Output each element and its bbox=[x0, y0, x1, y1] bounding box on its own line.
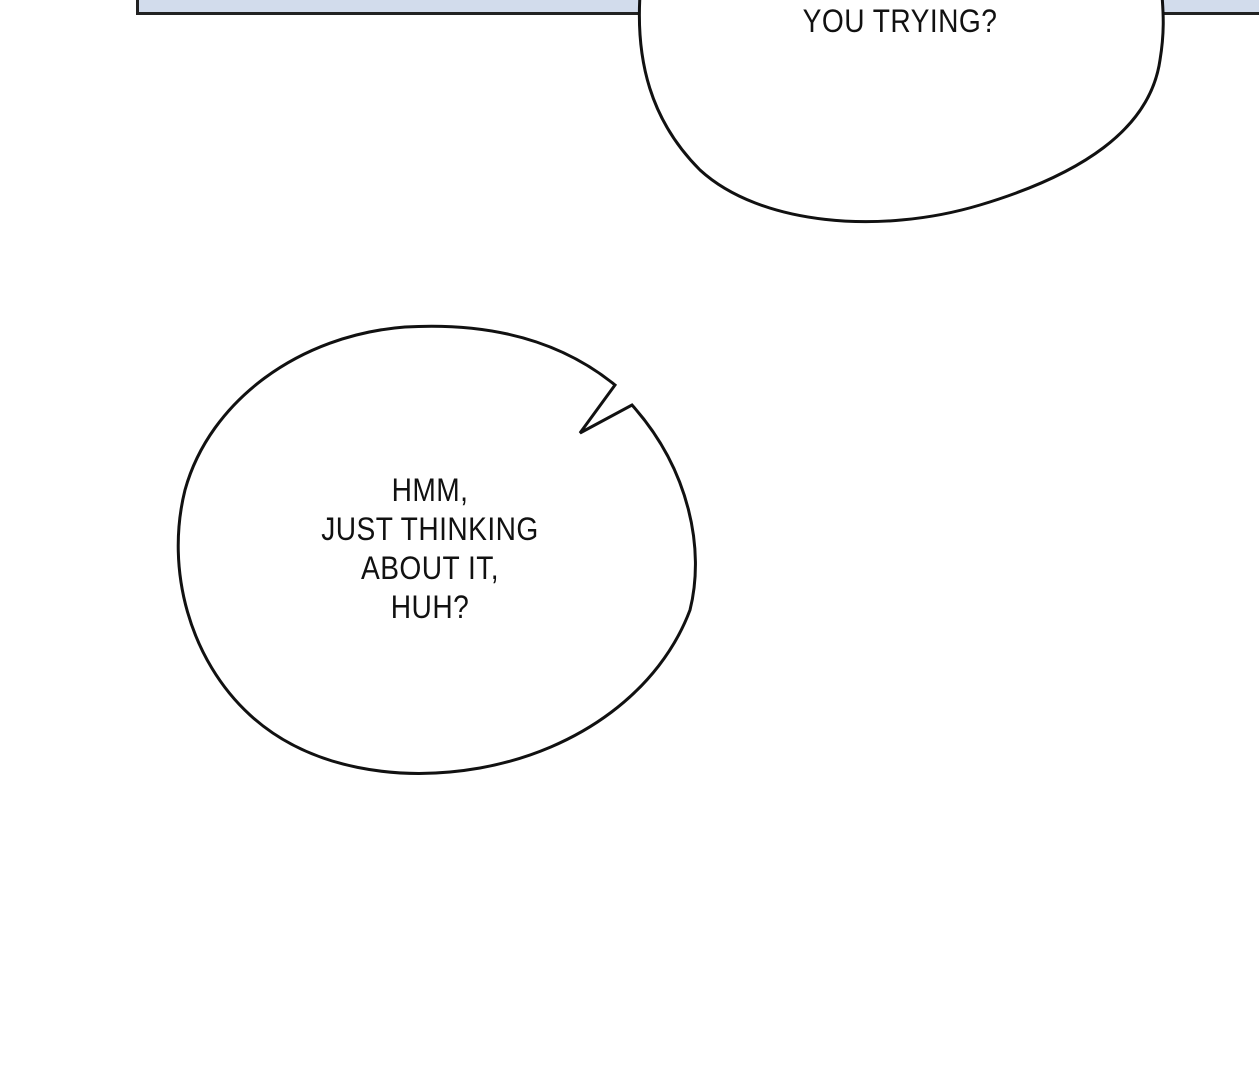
bubble-top-text: YOU TRYING? bbox=[802, 3, 998, 39]
bubble-line: HMM, bbox=[391, 472, 469, 508]
speech-bubble-top bbox=[637, 0, 1165, 224]
bubble-line: ABOUT IT, bbox=[360, 550, 499, 586]
bubble-left-text: HMM, JUST THINKING ABOUT IT, HUH? bbox=[298, 471, 562, 627]
bubble-line: JUST THINKING bbox=[321, 511, 539, 547]
top-panel-left bbox=[136, 0, 659, 15]
top-panel-right bbox=[1150, 0, 1259, 15]
speech-bubble-left bbox=[176, 324, 697, 775]
bubble-line: HUH? bbox=[390, 589, 470, 625]
